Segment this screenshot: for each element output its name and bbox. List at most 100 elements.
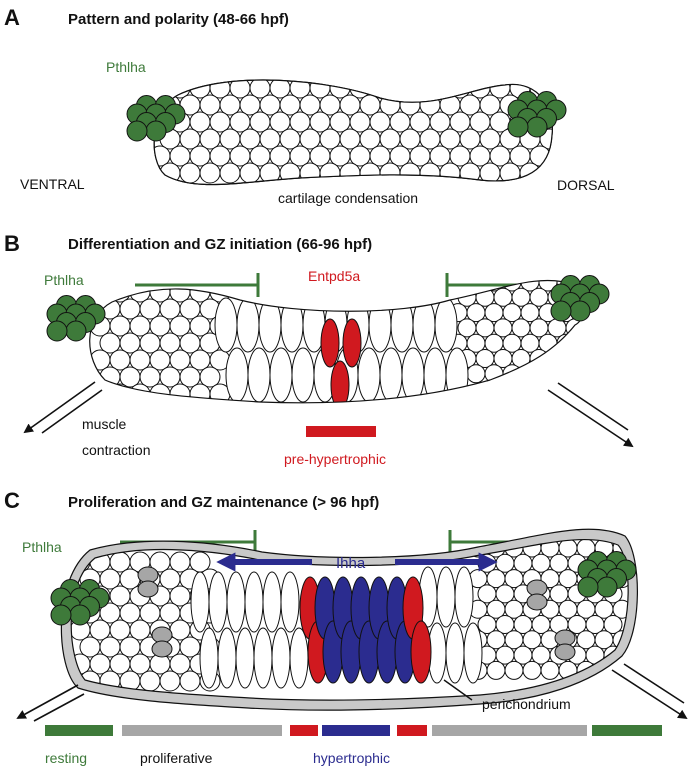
- round-cell: [574, 333, 585, 353]
- columnar-cell: [190, 571, 210, 633]
- columnar-cell: [262, 571, 282, 633]
- pthlha-inhibition-left-b: [135, 273, 260, 297]
- pthlha-cell: [596, 576, 618, 598]
- round-cell: [359, 162, 381, 184]
- pthlha-label-c: Pthlha: [22, 539, 62, 555]
- round-cell: [154, 80, 171, 99]
- muscle-label-1: muscle: [82, 416, 127, 432]
- pthlha-cell: [126, 120, 148, 142]
- proliferative-bar-left: [122, 725, 282, 736]
- round-cell: [556, 364, 576, 384]
- columnar-cell: [253, 627, 273, 689]
- prehypertrophic-bar-left: [290, 725, 318, 736]
- panel-a: A Pattern and polarity (48-66 hpf) Pthlh…: [4, 5, 615, 206]
- round-cell: [379, 162, 401, 184]
- pthlha-cell: [569, 300, 591, 322]
- prehypertrophic-bar-right: [397, 725, 427, 736]
- round-cell: [547, 349, 567, 368]
- round-cell: [538, 364, 558, 384]
- round-cell: [565, 318, 585, 338]
- round-cell: [139, 670, 161, 692]
- round-cell: [179, 670, 201, 692]
- columnar-cell: [454, 566, 474, 628]
- columnar-cell: [436, 566, 456, 628]
- columnar-cell: [280, 297, 304, 353]
- columnar-cell: [208, 571, 228, 633]
- dividing-cell: [151, 640, 173, 658]
- muscle-arrow-right-c: [611, 663, 688, 720]
- columnar-cell: [271, 627, 291, 689]
- panel-c-letter: C: [4, 488, 20, 513]
- dividing-cell: [137, 580, 159, 598]
- entpd5a-cell: [320, 318, 340, 368]
- dorsal-label: DORSAL: [557, 177, 615, 193]
- round-cell: [299, 162, 321, 184]
- columnar-cell: [214, 297, 238, 353]
- round-cell: [199, 162, 221, 184]
- pthlha-cluster-dorsal-a: [507, 91, 567, 138]
- round-cell: [540, 660, 560, 680]
- round-cell: [179, 162, 201, 184]
- round-cell: [429, 80, 451, 99]
- round-cell: [419, 162, 441, 184]
- panel-c-title: Proliferation and GZ maintenance (> 96 h…: [68, 494, 379, 511]
- round-cell: [466, 364, 486, 384]
- columnar-cell: [235, 627, 255, 689]
- ventral-label: VENTRAL: [20, 176, 85, 192]
- perichondrium-pointer: [443, 679, 473, 701]
- entpd5a-label: Entpd5a: [308, 268, 360, 284]
- round-cell: [504, 660, 524, 680]
- entpd5a-cell: [330, 360, 350, 403]
- round-cell: [519, 162, 541, 184]
- ihha-label: Ihha: [336, 555, 366, 572]
- muscle-arrow-left: [23, 381, 103, 434]
- round-cell: [169, 383, 191, 403]
- panel-b: B Differentiation and GZ initiation (66-…: [4, 231, 634, 467]
- hypertrophic-cell: [410, 620, 432, 684]
- columnar-cell: [225, 347, 249, 403]
- columnar-cell: [236, 297, 260, 353]
- muscle-arrow-right: [547, 382, 634, 448]
- pthlha-cell: [145, 120, 167, 142]
- panel-b-letter: B: [4, 231, 20, 256]
- cells-b: [89, 280, 585, 403]
- proliferative-bar-right: [432, 725, 587, 736]
- round-cells-a: [154, 80, 553, 184]
- pthlha-cluster-ventral-c: [50, 579, 110, 626]
- columnar-cell: [445, 622, 465, 684]
- round-cell: [239, 162, 261, 184]
- round-cell: [466, 280, 486, 292]
- resting-bar-left: [45, 725, 113, 736]
- resting-bar-right: [592, 725, 662, 736]
- round-cell: [520, 364, 540, 384]
- columnar-cell: [199, 627, 219, 689]
- proliferative-label: proliferative: [140, 750, 213, 766]
- columnar-cell: [463, 622, 483, 684]
- round-cell: [199, 366, 221, 388]
- round-cell: [159, 670, 181, 692]
- pthlha-cluster-dorsal-b: [550, 275, 610, 322]
- columnar-cell: [244, 571, 264, 633]
- panel-c: C Proliferation and GZ maintenance (> 96…: [4, 488, 688, 766]
- columnar-cell: [434, 297, 458, 353]
- columnar-cell: [357, 347, 381, 403]
- prehypertrophic-bar: [306, 426, 376, 437]
- muscle-arrow-left-c: [16, 684, 85, 722]
- pthlha-label-b: Pthlha: [44, 272, 84, 288]
- columnar-cell: [401, 347, 425, 403]
- columnar-cell: [226, 571, 246, 633]
- round-cell: [556, 333, 576, 353]
- round-cell: [448, 280, 468, 292]
- hypertrophic-label: hypertrophic: [313, 750, 390, 766]
- pthlha-cell: [50, 604, 72, 626]
- round-cell: [522, 660, 542, 680]
- pthlha-cell: [65, 320, 87, 342]
- round-cell: [319, 162, 341, 184]
- panel-a-title: Pattern and polarity (48-66 hpf): [68, 11, 289, 28]
- perichondrium-label: perichondrium: [482, 696, 571, 712]
- prehypertrophic-label: pre-hypertrophic: [284, 451, 386, 467]
- round-cell: [339, 162, 361, 184]
- columnar-cell: [291, 347, 315, 403]
- pthlha-cluster-ventral-a: [126, 95, 186, 142]
